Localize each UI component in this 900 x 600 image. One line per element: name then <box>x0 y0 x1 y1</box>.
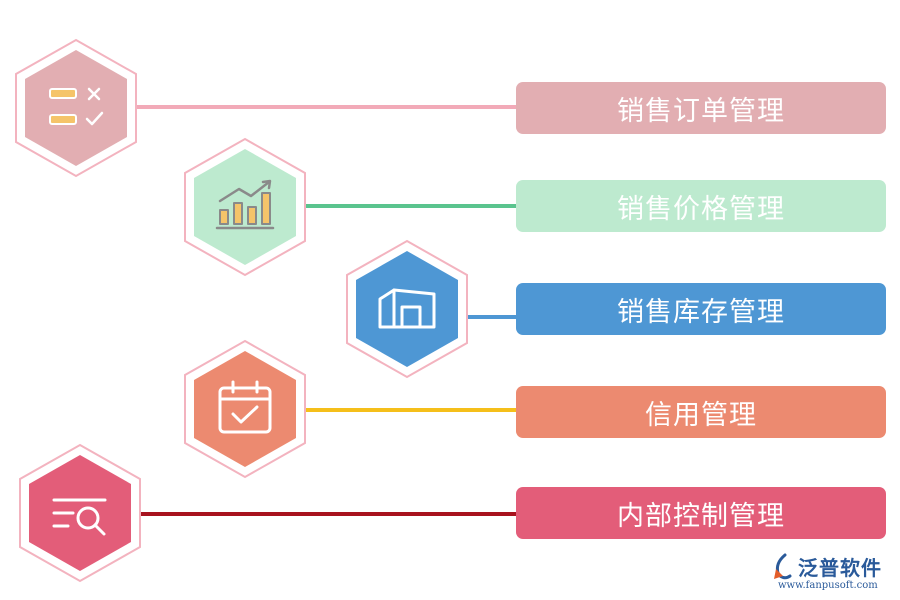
bar-chart-trend-icon <box>215 179 275 230</box>
label-pill[interactable]: 销售库存管理 <box>516 283 886 335</box>
label-text: 内部控制管理 <box>617 500 785 532</box>
warehouse-icon <box>378 288 436 329</box>
hexagon-badge <box>183 137 307 277</box>
label-text: 销售库存管理 <box>617 296 785 328</box>
connector-line <box>462 315 520 319</box>
label-pill[interactable]: 销售订单管理 <box>516 82 886 134</box>
hexagon-shape <box>184 339 306 479</box>
hexagon-shape <box>346 239 468 379</box>
label-pill[interactable]: 内部控制管理 <box>516 487 886 539</box>
hexagon-badge <box>183 339 307 479</box>
label-pill[interactable]: 销售价格管理 <box>516 180 886 232</box>
brand-name: 泛普软件 <box>798 556 882 580</box>
hexagon-shape <box>15 38 137 178</box>
hexagon-badge <box>18 443 142 583</box>
connector-line <box>134 512 520 516</box>
connector-line <box>300 204 520 208</box>
brand-mark-icon <box>774 553 792 580</box>
connector-line <box>130 105 520 109</box>
label-text: 销售价格管理 <box>617 193 785 225</box>
label-text: 销售订单管理 <box>617 95 785 127</box>
connector-line <box>300 408 520 412</box>
label-text: 信用管理 <box>645 399 757 431</box>
hexagon-shape <box>19 443 141 583</box>
calendar-check-icon <box>218 380 272 434</box>
brand-url: www.fanpusoft.com <box>778 580 878 591</box>
label-pill[interactable]: 信用管理 <box>516 386 886 438</box>
hexagon-badge <box>14 38 138 178</box>
search-list-icon <box>52 498 107 536</box>
hexagon-badge <box>345 239 469 379</box>
checklist-icon <box>49 87 104 126</box>
hexagon-shape <box>184 137 306 277</box>
brand-logo: 泛普软件 www.fanpusoft.com <box>770 550 895 596</box>
